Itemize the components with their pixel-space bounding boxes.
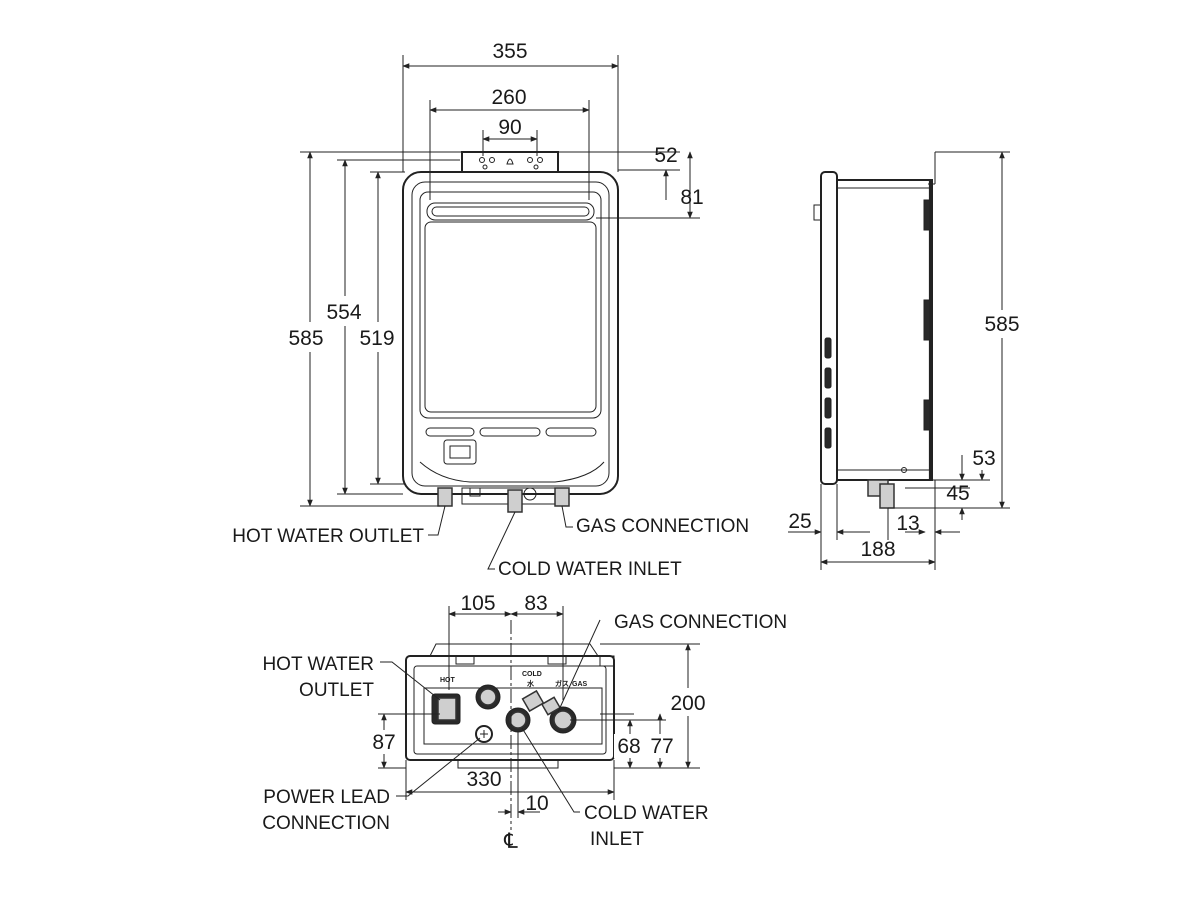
label-hot-water-outlet: HOT WATER OUTLET	[232, 526, 424, 547]
gas-connection-fitting	[540, 696, 577, 734]
hot-water-outlet-fitting	[431, 693, 461, 725]
dim-top-bracket: 52	[654, 144, 677, 167]
side-view: 585 53 45 25 13 188	[788, 151, 1026, 570]
dim-bottom-330: 330	[466, 768, 501, 791]
top-vent	[426, 202, 595, 221]
dim-side-45: 45	[946, 482, 969, 505]
dim-front-height: 585	[288, 327, 323, 350]
label-bottom-cold-2: INLET	[590, 829, 644, 850]
control-display	[443, 439, 477, 465]
label-power-2: CONNECTION	[262, 813, 390, 834]
dim-side-13: 13	[896, 512, 919, 535]
label-bottom-gas: GAS CONNECTION	[614, 612, 787, 633]
mounting-bracket	[461, 151, 559, 173]
label-gas-connection: GAS CONNECTION	[576, 516, 749, 537]
dim-side-depth: 188	[860, 538, 895, 561]
dim-side-53: 53	[972, 447, 995, 470]
label-cold-water-inlet: COLD WATER INLET	[498, 559, 682, 580]
dim-front-width: 355	[492, 40, 527, 63]
dim-bottom-87: 87	[372, 731, 395, 754]
dim-bracket-holes: 90	[498, 116, 521, 139]
side-casing	[836, 179, 933, 481]
centerline-symbol: ℄	[503, 830, 518, 853]
dim-bracket-height: 554	[326, 301, 361, 324]
dim-side-25: 25	[788, 510, 811, 533]
dim-bottom-10: 10	[525, 792, 548, 815]
dim-bottom-200: 200	[670, 692, 705, 715]
dim-side-height: 585	[984, 313, 1019, 336]
stamp-gasu: ガス	[555, 679, 569, 688]
front-view: 355 260 90 52 81 585 554 519	[232, 40, 749, 580]
stamp-cold: COLD	[522, 671, 542, 678]
stamp-hot: HOT	[440, 677, 456, 684]
cold-water-inlet-fitting	[505, 689, 545, 733]
stamp-gas: GAS	[572, 681, 588, 688]
stamp-mizu: 水	[527, 679, 535, 688]
dim-bracket-span: 260	[491, 86, 526, 109]
label-bottom-hot-2: OUTLET	[299, 680, 374, 701]
label-bottom-cold-1: COLD WATER	[584, 803, 709, 824]
dim-bottom-83: 83	[524, 592, 547, 615]
dim-bottom-68: 68	[617, 735, 640, 758]
dim-bottom-105: 105	[460, 592, 495, 615]
label-bottom-hot-1: HOT WATER	[262, 654, 374, 675]
bottom-view: HOT COLD 水 ガス GAS ℄ 105 83 200 68 77	[262, 592, 787, 853]
dim-body-height: 519	[359, 327, 394, 350]
label-power-1: POWER LEAD	[263, 787, 390, 808]
dim-top-vent: 81	[680, 186, 703, 209]
dim-bottom-77: 77	[650, 735, 673, 758]
